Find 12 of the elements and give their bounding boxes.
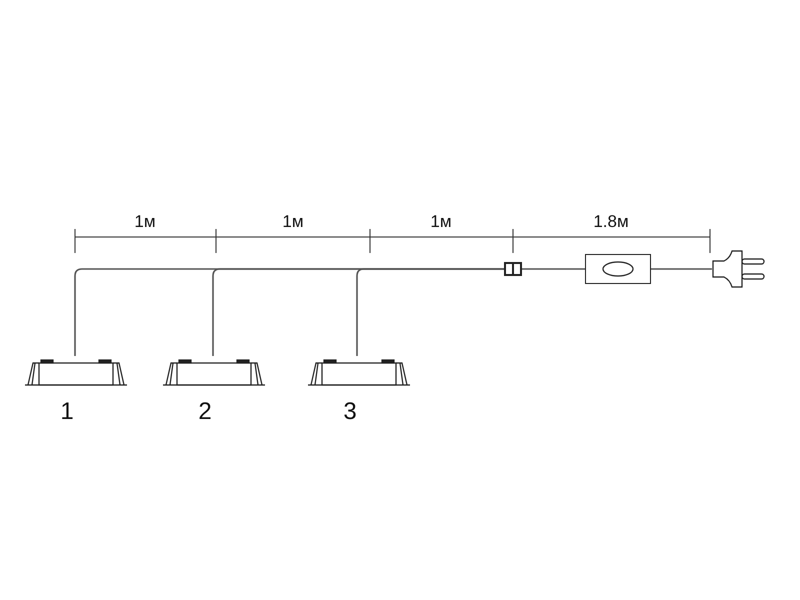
lamp-number: 3 bbox=[342, 398, 358, 426]
cable-line bbox=[522, 268, 585, 270]
cable-line bbox=[356, 268, 504, 356]
cable-line bbox=[651, 268, 712, 270]
dimension-label: 1.8м bbox=[592, 212, 630, 232]
dimension-label: 1м bbox=[281, 212, 305, 232]
dimension-label: 1м bbox=[429, 212, 453, 232]
switch-box bbox=[585, 254, 651, 284]
lamp-number: 2 bbox=[197, 398, 213, 426]
lamp-number: 1 bbox=[59, 398, 75, 426]
connector-box bbox=[504, 262, 522, 276]
dimension-label: 1м bbox=[133, 212, 157, 232]
